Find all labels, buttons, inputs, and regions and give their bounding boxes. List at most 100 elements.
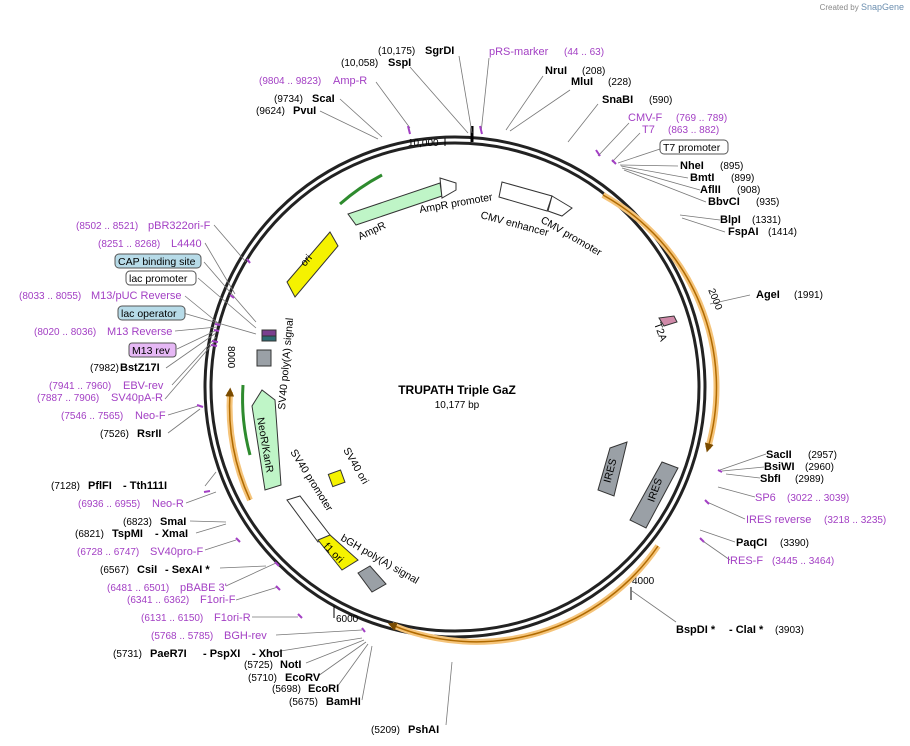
m13-puc-reverse-position: (8033 .. 8055) — [19, 291, 81, 302]
noti-label: NotI — [280, 659, 301, 671]
m13-rev-box — [128, 342, 177, 358]
sgrdi-position: (10,175) — [378, 46, 415, 57]
prs-marker-position: (44 .. 63) — [564, 47, 604, 58]
neo-f-position: (7546 .. 7565) — [61, 411, 123, 422]
lac-promoter-box — [125, 270, 197, 286]
cap-binding-site-label: CAP binding site — [118, 256, 196, 268]
aflii-label: AflII — [700, 184, 721, 196]
ori-feature — [286, 231, 339, 298]
snapgene-brand: SnapGene — [860, 2, 904, 12]
pflfi-label: PflFI — [88, 480, 112, 492]
ecori-label: EcoRI — [308, 683, 339, 695]
smai-position: (6823) — [123, 517, 152, 528]
blpi-label: BlpI — [720, 214, 741, 226]
nrui-position: (208) — [582, 66, 605, 77]
bgh-rev-position: (5768 .. 5785) — [151, 631, 213, 642]
agei-label: AgeI — [756, 289, 780, 301]
sspi-position: (10,058) — [341, 58, 378, 69]
l4440-position: (8251 .. 8268) — [98, 239, 160, 250]
agei-position: (1991) — [794, 290, 823, 301]
cap-binding-site-box — [114, 253, 202, 269]
sacii-label: SacII — [766, 449, 792, 461]
orf-arc-1 — [602, 194, 718, 453]
features — [251, 177, 679, 593]
pbabe-label: pBABE 3' — [180, 582, 227, 594]
bamhi-position: (5675) — [289, 697, 318, 708]
scai-label: ScaI — [312, 93, 335, 105]
paqci-label: PaqCI — [736, 537, 767, 549]
sacii-position: (2957) — [808, 450, 837, 461]
tick-8000: 8000 — [225, 346, 236, 369]
ebv-rev-position: (7941 .. 7960) — [49, 381, 111, 392]
orf-arcs — [225, 173, 720, 645]
pbr322ori-f-label: pBR322ori-F — [148, 220, 211, 232]
rsrii-label: RsrII — [137, 428, 161, 440]
sp6-label: SP6 — [755, 492, 776, 504]
m13-reverse-position: (8020 .. 8036) — [34, 327, 96, 338]
scai-position: (9734) — [274, 94, 303, 105]
tick-4000: 4000 — [632, 576, 655, 587]
orf-arc-3 — [225, 387, 251, 501]
ires-feature-2 — [629, 461, 679, 529]
paer7i-position: (5731) — [113, 649, 142, 660]
site-labels: (10,175) SgrDI (10,058) SspI pRS-marker … — [19, 45, 886, 736]
sv40pro-f-position: (6728 .. 6747) — [77, 547, 139, 558]
aflii-position: (908) — [737, 185, 760, 196]
pshai-position: (5209) — [371, 725, 400, 736]
bmti-label: BmtI — [690, 172, 714, 184]
bstz17i-position: (7982) — [90, 363, 119, 374]
fspai-label: FspAI — [728, 226, 759, 238]
leader-lines — [164, 55, 767, 726]
bgh-polya-feature — [357, 565, 387, 593]
pbr322ori-f-position: (8502 .. 8521) — [76, 221, 138, 232]
f1ori-r-position: (6131 .. 6150) — [141, 613, 203, 624]
f1ori-f-position: (6341 .. 6362) — [127, 595, 189, 606]
nhei-label: NheI — [680, 160, 704, 172]
tick-labels: 10,000 2000 4000 6000 8000 — [225, 138, 724, 625]
sv40pro-f-label: SV40pro-F — [150, 546, 203, 558]
fspai-position: (1414) — [768, 227, 797, 238]
snabi-label: SnaBI — [602, 94, 633, 106]
sbfi-label: SbfI — [760, 473, 781, 485]
neo-green-arc — [241, 384, 252, 456]
m13-rev-label: M13 rev — [132, 345, 171, 357]
credit: Created by SnapGene — [820, 2, 904, 12]
pbabe-position: (6481 .. 6501) — [107, 583, 169, 594]
cmv-promoter-label: CMV promoter — [539, 214, 605, 259]
primer-marks — [196, 125, 723, 633]
sspi-label: SspI — [388, 57, 411, 69]
pflfi-position: (7128) — [51, 481, 80, 492]
noti-position: (5725) — [244, 660, 273, 671]
sv40-polya-feature — [256, 349, 272, 367]
neor-feature — [251, 389, 282, 491]
sv40-ori-label: SV40 ori — [340, 446, 371, 487]
lac-promoter-label: lac promoter — [129, 273, 188, 285]
ebv-rev-label: EBV-rev — [123, 380, 164, 392]
cmv-promoter-feature — [547, 195, 573, 217]
sgrdi-label: SgrDI — [425, 45, 454, 57]
ires-reverse-position: (3218 .. 3235) — [824, 515, 886, 526]
ecorv-position: (5710) — [248, 673, 277, 684]
tspmi-position: (6821) — [75, 529, 104, 540]
f1ori-r-label: F1ori-R — [214, 612, 251, 624]
pvui-position: (9624) — [256, 106, 285, 117]
bspdi-position: (3903) — [775, 625, 804, 636]
m13-puc-reverse-label: M13/pUC Reverse — [91, 290, 181, 302]
rsrii-position: (7526) — [100, 429, 129, 440]
neo-f-label: Neo-F — [135, 410, 166, 422]
tspmi-label: TspMI — [112, 528, 143, 540]
clai-label: - ClaI * — [729, 624, 764, 636]
ires-f-position: (3445 .. 3464) — [772, 556, 834, 567]
t7-promoter-box — [659, 139, 729, 155]
bgh-rev-label: BGH-rev — [224, 630, 267, 642]
ampr-promoter-feature — [439, 177, 457, 199]
f1-ori-feature — [317, 534, 359, 571]
plasmid-name: TRUPATH Triple GaZ — [398, 383, 516, 397]
orf-arc-2 — [387, 545, 659, 643]
pspxi-label: - PspXI — [203, 648, 240, 660]
mlui-label: MluI — [571, 76, 593, 88]
sp6-position: (3022 .. 3039) — [787, 493, 849, 504]
bsiwi-label: BsiWI — [764, 461, 795, 473]
xhoi-label: - XhoI — [252, 648, 283, 660]
lac-operator-label: lac operator — [121, 308, 177, 320]
